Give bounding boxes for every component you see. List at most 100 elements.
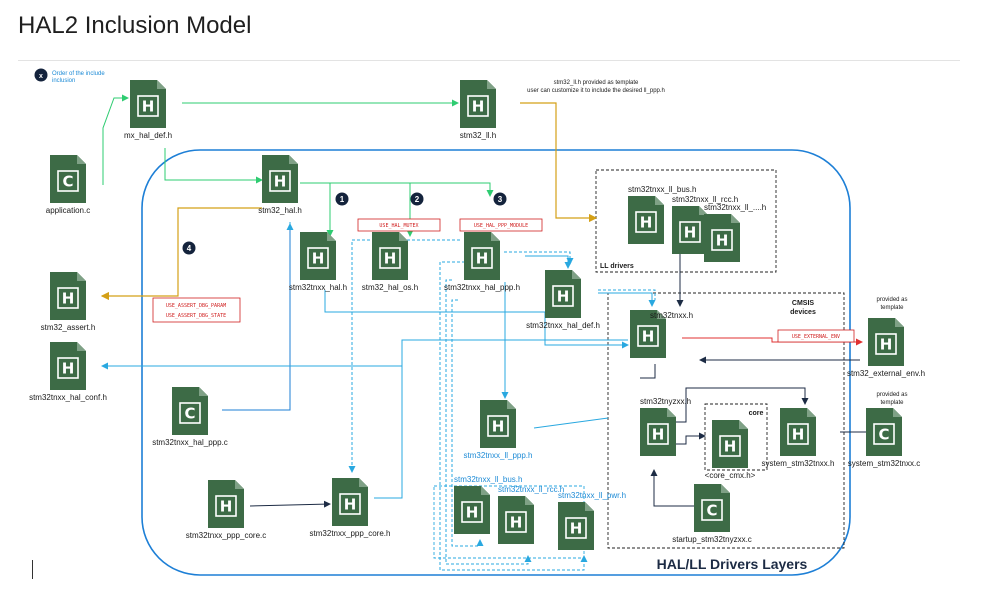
file-fold <box>327 232 336 241</box>
file-type-letter: H <box>142 98 155 116</box>
file-name-label: stm32tnxx_ppp_core.h <box>310 529 391 538</box>
svg-text:3: 3 <box>498 195 503 204</box>
file-name-label: <core_cmx.h> <box>705 471 756 480</box>
file-letter-frame <box>179 402 201 424</box>
file-fold <box>572 270 581 279</box>
file-type-letter: H <box>62 290 75 308</box>
ll-template-note-2: user can customize it to include the des… <box>527 88 665 94</box>
file-name-label: stm32_external_env.h <box>847 369 925 378</box>
arrow-hal-to-assert <box>100 207 262 301</box>
svg-text:1: 1 <box>340 195 345 204</box>
file-fold <box>739 420 748 429</box>
file-fold <box>507 400 516 409</box>
core-label: core <box>749 410 764 417</box>
file-fold <box>199 387 208 396</box>
badge-3: 3 <box>493 192 507 206</box>
file-letter-frame <box>57 287 79 309</box>
arrow-def-to-conf <box>101 339 628 370</box>
arrow-corec-to-coreh <box>249 500 331 508</box>
arrow-tnxxhal-to-tnxx <box>324 290 629 349</box>
file-fold <box>289 155 298 164</box>
file-letter-frame <box>719 435 741 457</box>
file-fold <box>525 496 534 505</box>
file-name-label: stm32tnxx.h <box>650 311 693 320</box>
file-fold <box>77 272 86 281</box>
title-divider <box>18 60 960 61</box>
file-name-label: stm32tnxx_hal_ppp.c <box>152 438 228 447</box>
file-name-label: mx_hal_def.h <box>124 131 172 140</box>
file-name-label: stm32tnxx_ll_pwr.h <box>558 491 626 500</box>
define-hal-mutex: USE_HAL_MUTEX <box>357 218 441 232</box>
badge-2: 2 <box>410 192 424 206</box>
file-name-label: stm32tnxx_ll_rcc.h <box>498 485 564 494</box>
arrow-tnyzxx-to-system <box>676 387 809 423</box>
svg-text:USE_ASSERT_DBG_STATE: USE_ASSERT_DBG_STATE <box>166 313 226 319</box>
file-letter-frame <box>137 95 159 117</box>
file-type-letter: C <box>62 173 73 191</box>
file-type-letter: H <box>652 426 665 444</box>
arrow-tnxx-to-tnyzxx <box>640 364 656 379</box>
file-letter-frame <box>701 499 723 521</box>
file-name-label: stm32tnxx_ll_ppp.h <box>464 451 533 460</box>
legend: x Order of the include inclusion <box>34 68 105 84</box>
file-letter-frame <box>269 170 291 192</box>
file-letter-frame <box>57 357 79 379</box>
dashed-ppp-to-ll <box>504 251 574 265</box>
file-letter-frame <box>875 333 897 355</box>
svg-text:inclusion: inclusion <box>52 78 75 84</box>
file-fold <box>667 408 676 417</box>
file-letter-frame <box>635 211 657 233</box>
file-fold <box>721 484 730 493</box>
hal-ll-region <box>141 149 851 576</box>
file-type-letter: H <box>476 250 489 268</box>
file-name-label: stm32tnxx_hal_conf.h <box>29 393 107 402</box>
arrow-tnyzxx-to-core <box>676 432 706 445</box>
arrow-hal-to-ppp <box>410 182 494 197</box>
file-letter-frame <box>787 423 809 445</box>
file-name-label: stm32tnxx_ll_rcc.h <box>672 195 738 204</box>
file-core-cmx: H<core_cmx.h> <box>705 420 756 480</box>
file-fold <box>895 318 904 327</box>
file-type-letter: H <box>570 520 583 538</box>
file-type-letter: H <box>792 426 805 444</box>
file-letter-frame <box>379 247 401 269</box>
external-env-note-2: template <box>880 305 904 311</box>
file-letter-frame <box>679 221 701 243</box>
file-letter-frame <box>565 517 587 539</box>
cmsis-region <box>607 292 845 549</box>
system-c-note-2: template <box>880 400 904 406</box>
badge-4: 4 <box>182 241 196 255</box>
file-fold <box>77 155 86 164</box>
page-title: HAL2 Inclusion Model <box>18 12 252 39</box>
file-type-letter: H <box>384 250 397 268</box>
file-mx-hal-def: Hmx_hal_def.h <box>124 80 172 140</box>
dashed-ppp-down2 <box>445 279 532 565</box>
file-letter-frame <box>215 495 237 517</box>
file-name-label: stm32_hal_os.h <box>362 283 418 292</box>
file-fold <box>893 408 902 417</box>
dashed-ppp-down <box>439 261 588 571</box>
file-letter-frame <box>339 493 361 515</box>
file-type-letter: H <box>684 224 697 242</box>
file-type-letter: C <box>184 405 195 423</box>
svg-text:USE_ASSERT_DBG_PARAM: USE_ASSERT_DBG_PARAM <box>166 303 226 309</box>
file-name-label: stm32_hal.h <box>258 206 302 215</box>
file-letter-frame <box>552 285 574 307</box>
arrow-halppp-c-to-hal <box>222 223 294 411</box>
file-type-letter: H <box>642 328 655 346</box>
hal-ll-layers-label: HAL/LL Drivers Layers <box>657 556 808 572</box>
arrow-llppp-to-tnxx <box>533 417 609 429</box>
file-letter-frame <box>505 511 527 533</box>
file-letter-frame <box>307 247 329 269</box>
file-type-letter: H <box>716 232 729 250</box>
